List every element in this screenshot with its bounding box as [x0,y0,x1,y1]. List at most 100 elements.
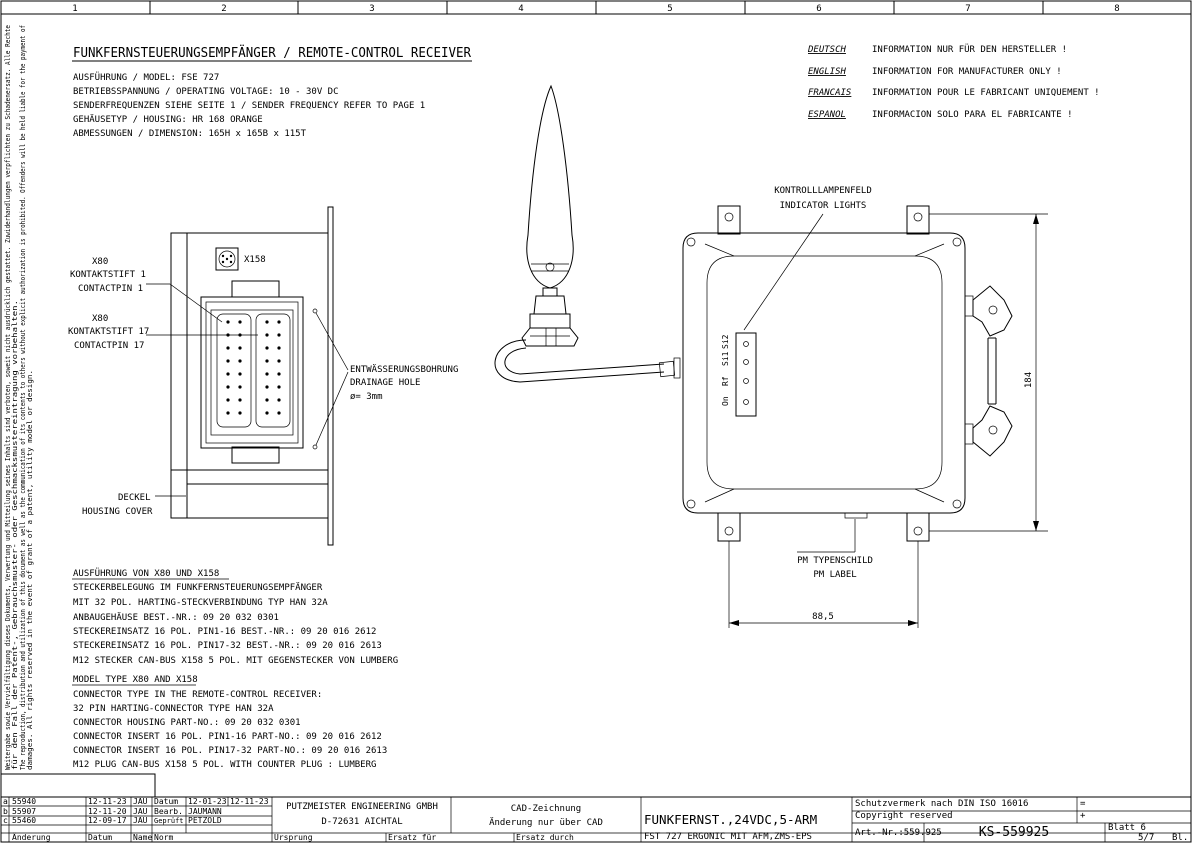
page-title: FUNKFERNSTEUERUNGSEMPFÄNGER / REMOTE-CON… [73,45,471,61]
connector-pin [238,359,242,363]
company-name: PUTZMEISTER ENGINEERING GMBH [286,802,438,812]
antenna [521,84,579,347]
connector-pin [226,398,230,402]
label-cover-de: DECKEL [118,493,151,503]
rev-a-number: 55940 [12,797,36,806]
indicator-si2: Si2 [721,334,730,349]
copyright-line-4: damages. All rights reserved in the even… [26,370,34,770]
protection-note: Schutzvermerk nach DIN ISO 16016 [855,799,1028,809]
pin-grid-left [226,320,242,415]
indicator-on: On [721,396,730,406]
role-drawn-label: Bearb. [154,807,183,816]
cad-note-1: CAD-Zeichnung [511,804,581,814]
header-model: AUSFÜHRUNG / MODEL: FSE 727 [73,72,219,83]
header-block: FUNKFERNSTEUERUNGSEMPFÄNGER / REMOTE-CON… [72,45,472,139]
connector-pin [265,398,269,402]
rev-c-letter: c [3,816,8,825]
connector-pin [226,372,230,376]
receiver-side-view [170,206,334,546]
label-lights-de: KONTROLLLAMPENFELD [774,186,872,196]
company-city: D-72631 AICHTAL [321,817,402,827]
rev-header-norm: Norm [154,833,173,842]
label-x80-b: X80 [92,314,108,324]
connector-pin [238,385,242,389]
rev-c-name: JAU [133,816,148,825]
connector-pin [277,398,281,402]
spec-de-line-1: STECKERBELEGUNG IM FUNKFERNSTEUERUNGSEMP… [73,582,323,593]
label-contact1-de: KONTAKTSTIFT 1 [70,270,146,280]
role-drawn-value: JAUMANN [188,807,222,816]
dim-width: 88,5 [812,612,834,622]
replaced-by-label: Ersatz durch [516,833,574,842]
connector-pin [277,359,281,363]
col-4: 4 [518,4,523,14]
connector-pin [238,372,242,376]
copyright-line-2: für den Fall der Patent-, Gebrauchsmuste… [11,300,19,770]
rev-a-name: JAU [133,797,148,806]
copyright-side-notice: Weitergabe sowie Vervielfältigung dieses… [4,25,34,770]
rev-a-date: 12-11-23 [88,797,127,806]
replaces-label: Ersatz für [388,833,436,842]
connector-pin [238,411,242,415]
header-housing: GEHÄUSETYP / HOUSING: HR 168 ORANGE [73,114,263,125]
title-block: a 55940 12-11-23 JAU b 55907 12-11-20 JA… [0,773,1191,843]
role-checked-label: Geprüft [154,817,184,825]
role-date-value: 12-01-23 [188,797,227,806]
drain-hole-top [312,308,318,314]
rev-header-date: Datum [88,833,112,842]
indicator-rf: Rf [721,376,730,386]
drawing-subtitle: FST 727 ERGONIC MIT AFM,ZMS-EPS [644,832,812,842]
spec-block-en: MODEL TYPE X80 AND X158 CONNECTOR TYPE I… [72,675,387,770]
connector-pin [265,385,269,389]
connector-pin [226,411,230,415]
drawing-title: FUNKFERNST.,24VDC,5-ARM [644,812,817,827]
connector-pin [277,333,281,337]
connector-pin [238,320,242,324]
spec-de-line-6: M12 STECKER CAN-BUS X158 5 POL. MIT GEGE… [73,656,398,666]
hinge-bracket-top [964,285,1013,337]
drain-hole-bottom [312,444,318,450]
svg-text:=: = [1080,799,1086,809]
label-x158: X158 [244,255,266,265]
connector-pin [277,346,281,350]
col-2: 2 [221,4,226,14]
header-voltage: BETRIEBSSPANNUNG / OPERATING VOLTAGE: 10… [73,87,339,97]
spec-en-line-6: M12 PLUG CAN-BUS X158 5 POL. WITH COUNTE… [73,760,376,770]
copyright-line-1: Weitergabe sowie Vervielfältigung dieses… [4,25,12,770]
header-frequency: SENDERFREQUENZEN SIEHE SEITE 1 / SENDER … [73,101,425,111]
col-6: 6 [816,4,821,14]
antenna-cable [494,339,681,383]
sheet-count: 5/7 [1138,833,1154,843]
spec-de-line-4: STECKEREINSATZ 16 POL. PIN1-16 BEST.-NR.… [73,627,376,637]
connector-pin [265,372,269,376]
dim-height: 184 [1024,372,1034,388]
note-fr: INFORMATION POUR LE FABRICANT UNIQUEMENT… [872,88,1100,98]
spec-en-line-5: CONNECTOR INSERT 16 POL. PIN17-32 PART-N… [73,746,387,756]
rev-b-date: 12-11-20 [88,807,127,816]
origin-label: Ursprung [274,833,313,842]
col-5: 5 [667,4,672,14]
role-checked-value: PETZOLD [188,816,222,825]
label-contact17-de: KONTAKTSTIFT 17 [68,327,149,337]
spec-de-line-3: ANBAUGEHÄUSE BEST.-NR.: 09 20 032 0301 [73,612,279,623]
rev-b-letter: b [3,807,8,816]
spec-de-title: AUSFÜHRUNG VON X80 UND X158 [73,568,219,579]
spec-de-line-2: MIT 32 POL. HARTING-STECKVERBINDUNG TYP … [73,598,328,608]
harting-connector-x80 [200,280,304,464]
label-x80-a: X80 [92,257,108,267]
rev-b-name: JAU [133,807,148,816]
connector-pin [265,320,269,324]
label-contact17-en: CONTACTPIN 17 [74,341,144,351]
label-drain-en: DRAINAGE HOLE [350,378,420,388]
svg-text:+: + [1080,811,1086,821]
column-numbers: 1 2 3 4 5 6 7 8 [72,4,1119,14]
spec-en-line-4: CONNECTOR INSERT 16 POL. PIN1-16 PART-NO… [73,732,382,742]
role-date-label: Datum [154,797,178,806]
label-pm-en: PM LABEL [813,570,856,580]
note-de: INFORMATION NUR FÜR DEN HERSTELLER ! [872,44,1067,55]
connector-pin [226,385,230,389]
hinge-bracket-bottom [964,405,1013,457]
label-lights-en: INDICATOR LIGHTS [780,201,867,211]
